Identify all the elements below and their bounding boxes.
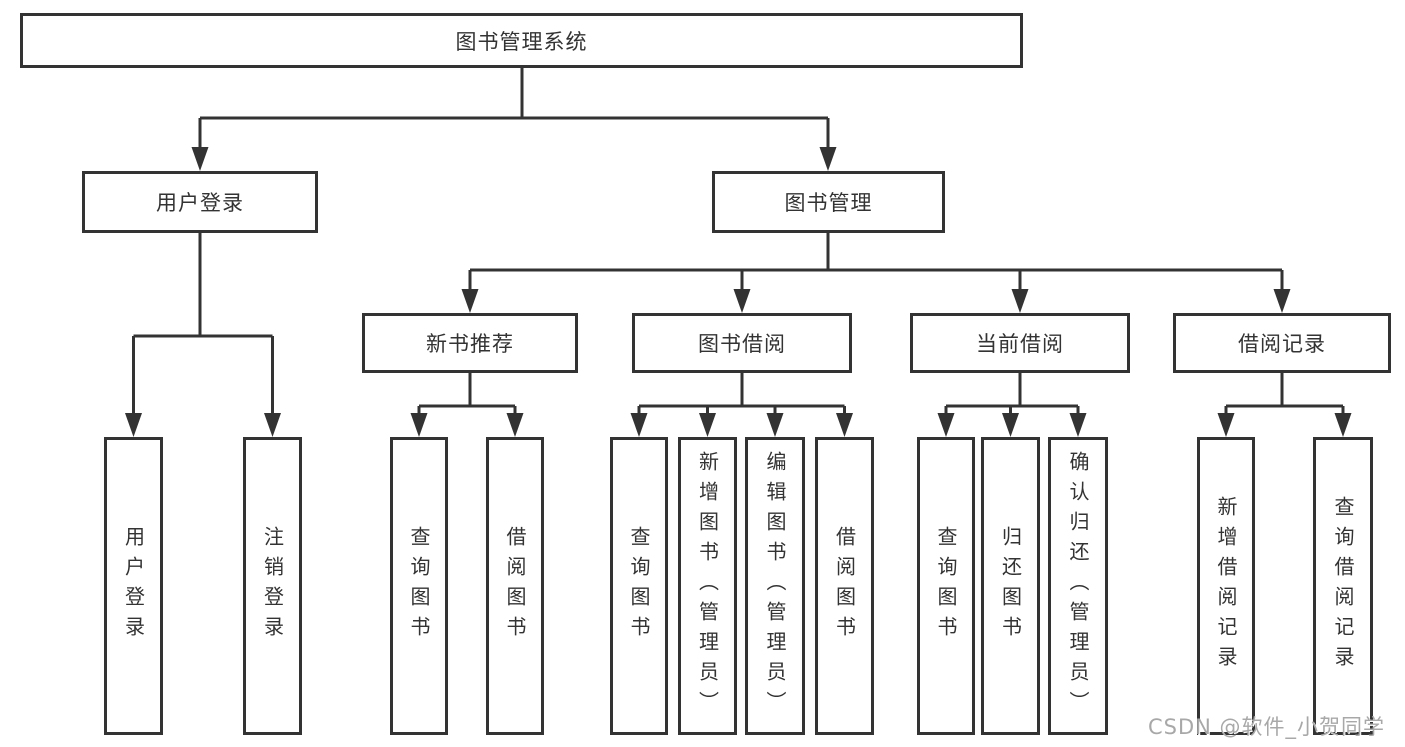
connector-book-borrow-group: [637, 373, 846, 418]
connector-current-borrow-group: [944, 373, 1080, 418]
arrowheads-book-borrow-group: [630, 413, 853, 437]
leaf-edit-books-admin-label: 编辑图书（管理员）: [763, 451, 787, 721]
node-book-borrowing: 图书借阅: [632, 313, 852, 373]
leaf-query-books-borrow-label: 查询图书: [627, 526, 651, 646]
leaf-query-books-borrow: 查询图书: [610, 437, 668, 735]
leaf-query-books-recommend: 查询图书: [390, 437, 448, 735]
leaf-query-borrow-record: 查询借阅记录: [1313, 437, 1373, 735]
node-book-management: 图书管理: [712, 171, 945, 233]
connector-root-to-level2: [198, 68, 830, 152]
node-current-borrowing: 当前借阅: [910, 313, 1130, 373]
node-borrowing-records: 借阅记录: [1173, 313, 1391, 373]
connector-new-book-group: [417, 373, 517, 418]
leaf-borrow-books-recommend: 借阅图书: [486, 437, 544, 735]
node-book-borrowing-label: 图书借阅: [698, 332, 786, 356]
node-book-management-label: 图书管理: [784, 191, 873, 215]
arrowheads-current-borrow-group: [937, 413, 1087, 437]
leaf-add-borrow-record-label: 新增借阅记录: [1214, 496, 1238, 676]
node-root-label: 图书管理系统: [455, 29, 588, 54]
node-borrowing-records-label: 借阅记录: [1238, 332, 1326, 356]
arrowheads-new-book-group: [410, 413, 524, 437]
leaf-borrow-books-recommend-label: 借阅图书: [503, 526, 527, 646]
node-user-login-label: 用户登录: [156, 191, 244, 215]
leaf-add-books-admin-label: 新增图书（管理员）: [695, 451, 720, 721]
leaf-query-borrow-record-label: 查询借阅记录: [1331, 496, 1355, 676]
connector-book-management-to-level3: [468, 233, 1284, 294]
arrowheads-borrow-records-group: [1217, 413, 1352, 437]
leaf-user-login: 用户登录: [104, 437, 163, 735]
node-new-book-recommendation: 新书推荐: [362, 313, 578, 373]
leaf-return-books-label: 归还图书: [998, 526, 1023, 646]
arrowheads-level3: [461, 289, 1291, 313]
arrowheads-user-login-group: [125, 413, 281, 437]
leaf-borrow-books: 借阅图书: [815, 437, 874, 735]
leaf-user-login-label: 用户登录: [121, 526, 146, 646]
leaf-add-borrow-record: 新增借阅记录: [1197, 437, 1255, 735]
leaf-confirm-return-admin-label: 确认归还（管理员）: [1066, 451, 1090, 721]
leaf-logout-label: 注销登录: [260, 526, 285, 646]
arrowheads-level2: [191, 147, 837, 171]
leaf-query-books-recommend-label: 查询图书: [407, 526, 431, 646]
leaf-borrow-books-label: 借阅图书: [832, 526, 857, 646]
watermark: CSDN @软件_小贺同学: [1148, 715, 1386, 739]
leaf-add-books-admin: 新增图书（管理员）: [678, 437, 737, 735]
leaf-edit-books-admin: 编辑图书（管理员）: [745, 437, 805, 735]
node-new-book-recommendation-label: 新书推荐: [426, 332, 514, 356]
leaf-query-books-current-label: 查询图书: [934, 526, 958, 646]
node-user-login: 用户登录: [82, 171, 318, 233]
leaf-confirm-return-admin: 确认归还（管理员）: [1048, 437, 1108, 735]
leaf-query-books-current: 查询图书: [917, 437, 975, 735]
node-root: 图书管理系统: [20, 13, 1023, 68]
leaf-return-books: 归还图书: [981, 437, 1040, 735]
connector-user-login-group: [132, 233, 274, 418]
leaf-logout: 注销登录: [243, 437, 302, 735]
connector-borrow-records-group: [1224, 373, 1345, 418]
node-current-borrowing-label: 当前借阅: [976, 332, 1064, 356]
